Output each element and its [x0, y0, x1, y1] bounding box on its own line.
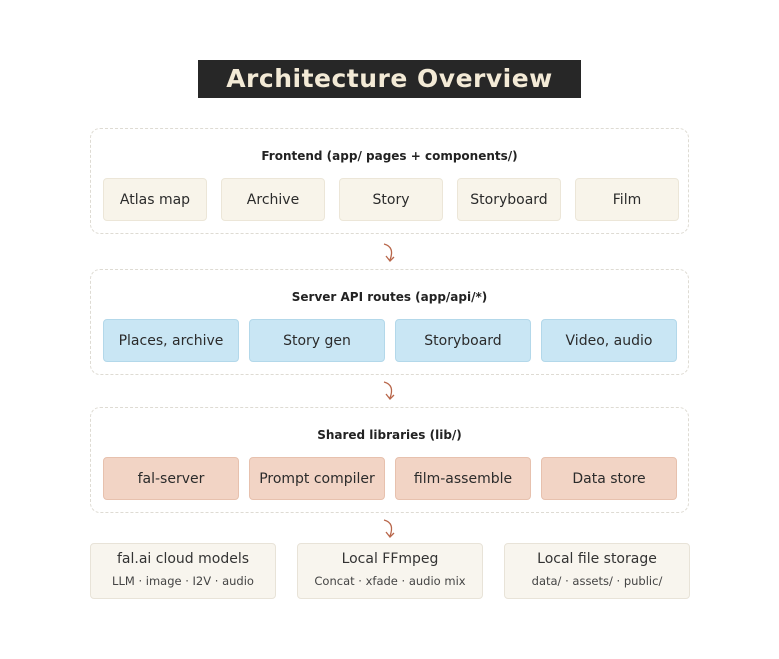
- arrow-frontend-to-api-icon: [383, 243, 395, 262]
- frontend-item-storyboard: Storyboard: [457, 178, 561, 221]
- arrow-lib-to-external-icon: [383, 519, 395, 538]
- frontend-item-story: Story: [339, 178, 443, 221]
- api-item-story-gen: Story gen: [249, 319, 385, 362]
- frontend-item-archive: Archive: [221, 178, 325, 221]
- diagram-title: Architecture Overview: [198, 60, 581, 98]
- frontend-item-atlas-map: Atlas map: [103, 178, 207, 221]
- lib-layer: Shared libraries (lib/) fal-server Promp…: [90, 407, 689, 513]
- external-fal-cloud-subtitle: LLM · image · I2V · audio: [112, 574, 254, 588]
- lib-item-fal-server: fal-server: [103, 457, 239, 500]
- external-fal-cloud-title: fal.ai cloud models: [116, 551, 249, 567]
- frontend-layer: Frontend (app/ pages + components/) Atla…: [90, 128, 689, 234]
- lib-item-data-store: Data store: [541, 457, 677, 500]
- frontend-item-film: Film: [575, 178, 679, 221]
- frontend-layer-title: Frontend (app/ pages + components/): [261, 149, 518, 163]
- lib-item-film-assemble: film-assemble: [395, 457, 531, 500]
- external-local-ffmpeg-subtitle: Concat · xfade · audio mix: [314, 574, 466, 588]
- api-layer-title: Server API routes (app/api/*): [291, 290, 488, 304]
- api-layer: Server API routes (app/api/*) Places, ar…: [90, 269, 689, 375]
- external-local-storage-title: Local file storage: [537, 551, 657, 567]
- external-local-storage-subtitle: data/ · assets/ · public/: [531, 574, 663, 588]
- external-local-storage: Local file storage data/ · assets/ · pub…: [504, 543, 690, 599]
- lib-layer-title: Shared libraries (lib/): [317, 428, 462, 442]
- api-item-storyboard: Storyboard: [395, 319, 531, 362]
- external-fal-cloud: fal.ai cloud models LLM · image · I2V · …: [90, 543, 276, 599]
- external-local-ffmpeg-title: Local FFmpeg: [341, 551, 439, 567]
- lib-item-prompt-compiler: Prompt compiler: [249, 457, 385, 500]
- api-item-places-archive: Places, archive: [103, 319, 239, 362]
- arrow-api-to-lib-icon: [383, 381, 395, 400]
- external-local-ffmpeg: Local FFmpeg Concat · xfade · audio mix: [297, 543, 483, 599]
- api-item-video-audio: Video, audio: [541, 319, 677, 362]
